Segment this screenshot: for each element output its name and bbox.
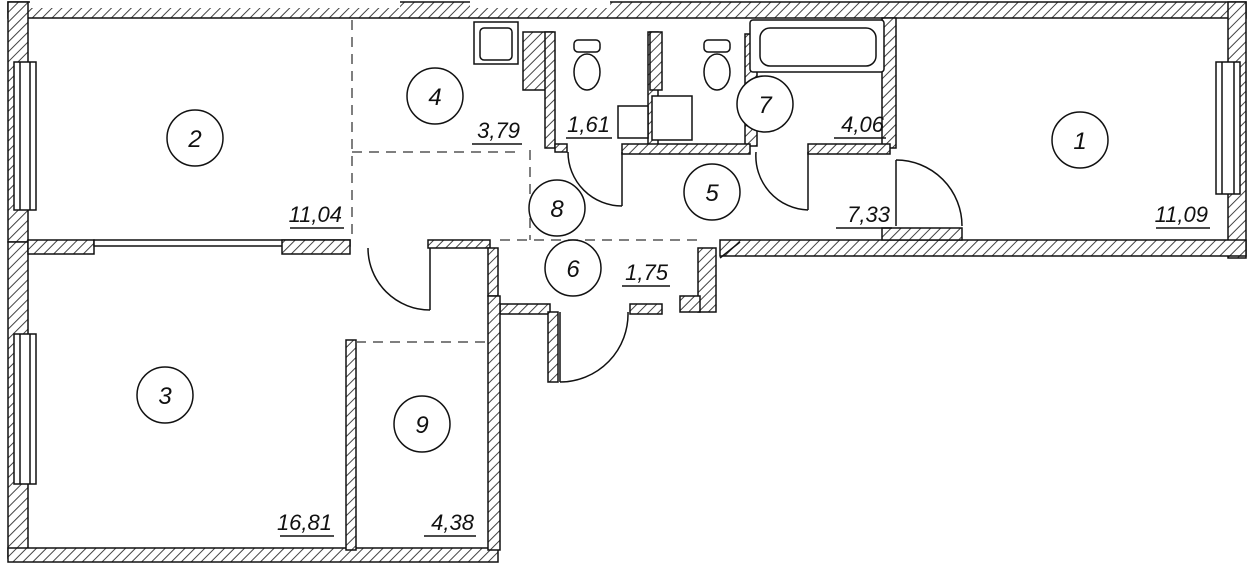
room-6-label: 6 <box>544 239 602 297</box>
windows <box>13 0 1241 485</box>
svg-text:9: 9 <box>415 412 428 439</box>
room-7-area: 4,06 <box>841 112 885 137</box>
room-4-area: 3,79 <box>477 118 520 143</box>
toilet-icon <box>573 39 601 53</box>
room-2-area: 11,04 <box>289 202 342 227</box>
room-9-label: 9 <box>393 395 451 453</box>
room-8-label: 8 <box>528 179 586 237</box>
svg-text:1: 1 <box>1073 128 1086 155</box>
svg-text:4: 4 <box>428 84 441 111</box>
room-3-label: 3 <box>136 366 194 424</box>
room-labels: 1 2 3 4 5 6 7 8 9 <box>136 67 1109 453</box>
doors <box>367 151 963 383</box>
room-3-area: 16,81 <box>277 510 332 535</box>
window-room-3 <box>13 333 37 485</box>
toilet-icon-2 <box>703 39 731 53</box>
window-room-2 <box>13 61 37 211</box>
room-1-label: 1 <box>1051 111 1109 169</box>
svg-text:5: 5 <box>705 180 719 207</box>
interior-walls <box>27 17 963 551</box>
room-5-label: 5 <box>683 163 741 221</box>
room-7-label: 7 <box>736 75 794 133</box>
room-4-label: 4 <box>406 67 464 125</box>
room-2-label: 2 <box>166 109 224 167</box>
room-8-area: 1,61 <box>567 112 610 137</box>
svg-text:3: 3 <box>158 383 172 410</box>
svg-text:7: 7 <box>758 92 773 119</box>
room-1-area: 11,09 <box>1155 202 1208 227</box>
room-9-area: 4,38 <box>431 510 475 535</box>
zone-lines <box>351 20 700 343</box>
sink-icon-2 <box>617 105 649 139</box>
svg-text:6: 6 <box>566 256 580 283</box>
room-areas: 11,09 11,04 16,81 3,79 7,33 1,75 4,06 1,… <box>277 112 1210 537</box>
room-6-area: 1,75 <box>625 260 669 285</box>
room-5-area: 7,33 <box>847 202 891 227</box>
window-room-1 <box>1215 61 1241 195</box>
svg-text:2: 2 <box>187 126 201 153</box>
fixtures <box>473 19 885 141</box>
svg-text:8: 8 <box>550 196 564 223</box>
